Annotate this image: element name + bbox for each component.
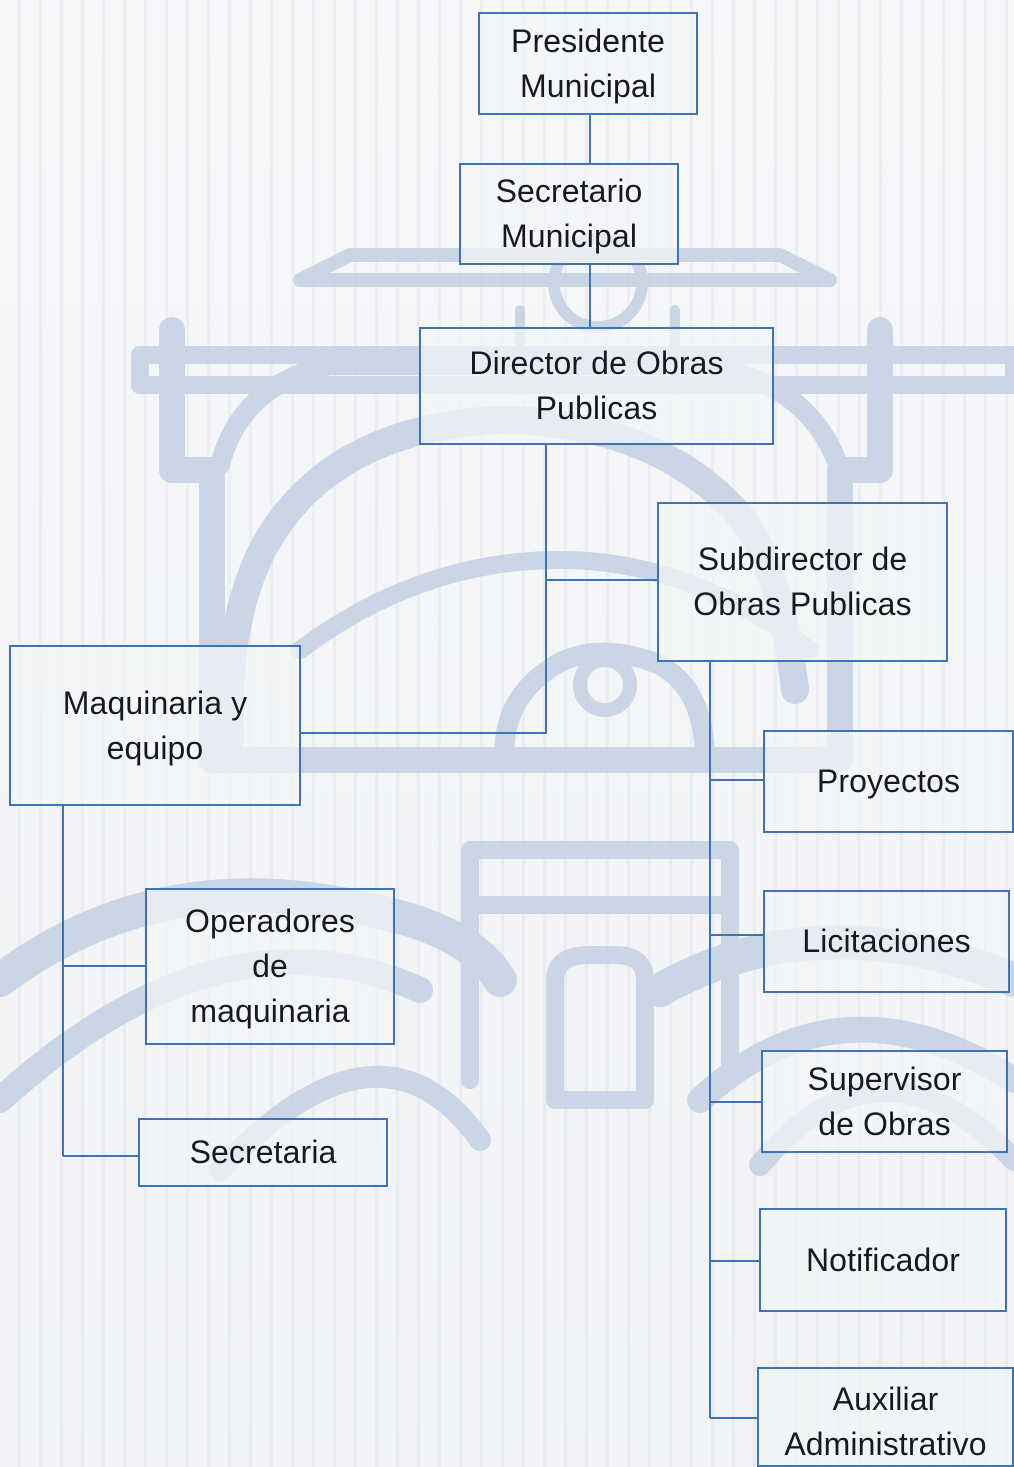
notificador-label: Notificador: [805, 1241, 961, 1278]
auxiliar-administrativo-label: Auxiliar Administrativo: [784, 1381, 987, 1462]
proyectos-label: Proyectos: [816, 763, 961, 800]
maquinaria-equipo-label: Maquinaria y equipo: [62, 684, 248, 766]
licitaciones-box: Licitaciones: [763, 890, 1010, 993]
presidente-municipal-label: Presidente Municipal: [511, 22, 665, 104]
auxiliar-administrativo-box: Auxiliar Administrativo: [757, 1367, 1014, 1467]
subdirector-obras-publicas-box: Subdirector de Obras Publicas: [657, 502, 948, 662]
presidente-municipal-box: Presidente Municipal: [478, 12, 698, 115]
secretaria-label: Secretaria: [189, 1134, 337, 1171]
director-obras-publicas-label: Director de Obras Publicas: [469, 345, 724, 426]
subdirector-obras-publicas-label: Subdirector de Obras Publicas: [693, 541, 912, 622]
operadores-maquinaria-box: Operadores de maquinaria: [145, 888, 395, 1045]
notificador-box: Notificador: [759, 1208, 1007, 1312]
licitaciones-label: Licitaciones: [802, 923, 971, 960]
secretario-municipal-label: Secretario Municipal: [495, 173, 643, 254]
secretario-municipal-box: Secretario Municipal: [459, 163, 679, 265]
operadores-maquinaria-label: Operadores de maquinaria: [185, 903, 355, 1029]
maquinaria-equipo-box: Maquinaria y equipo: [9, 645, 301, 806]
supervisor-obras-label: Supervisor de Obras: [807, 1060, 962, 1142]
supervisor-obras-box: Supervisor de Obras: [761, 1050, 1008, 1153]
secretaria-box: Secretaria: [138, 1118, 388, 1187]
director-obras-publicas-box: Director de Obras Publicas: [419, 327, 774, 445]
proyectos-box: Proyectos: [763, 730, 1014, 833]
